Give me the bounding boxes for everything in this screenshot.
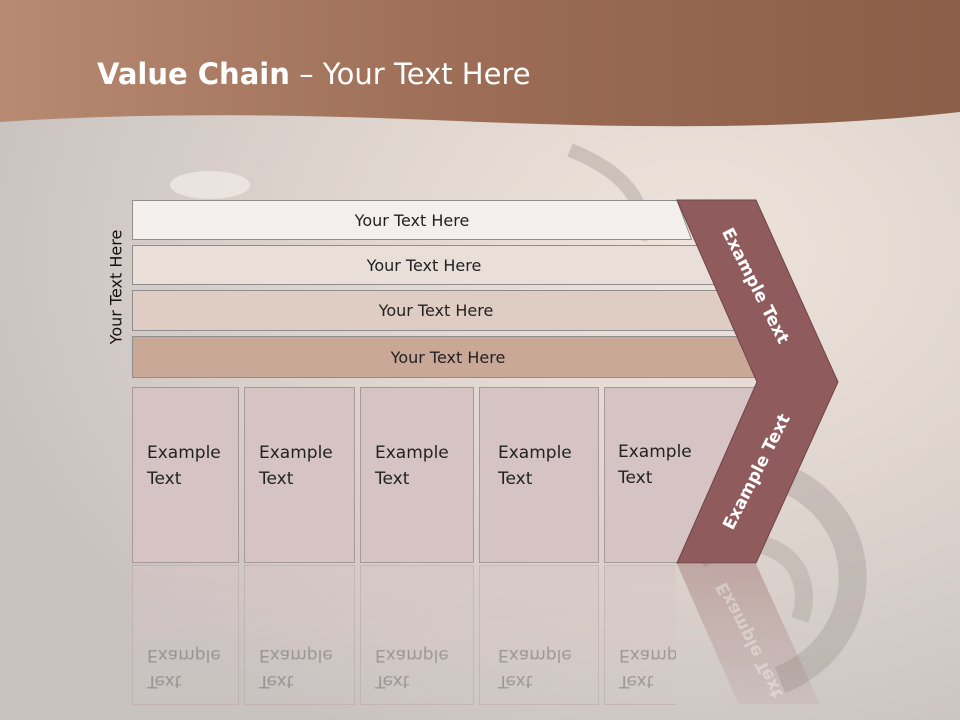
primary-column-1-line1: Example [147, 443, 221, 463]
reflection-column-1-line1: Example [147, 645, 221, 665]
primary-column-3-line2: Text [375, 469, 410, 489]
reflection-column-2-line1: Example [259, 645, 333, 665]
primary-column-5-line2: Text [618, 468, 653, 488]
slide-title: Value Chain – Your Text Here [97, 57, 531, 91]
primary-column-1-line2: Text [147, 469, 182, 489]
reflection-column-3-line1: Example [375, 645, 449, 665]
reflection-column-2-line2: Text [259, 671, 294, 691]
reflection-column-4-line2: Text [498, 671, 533, 691]
reflection-column-5-line1: Example [619, 645, 676, 665]
primary-column-4-line2: Text [498, 469, 533, 489]
primary-column-3-line1: Example [375, 443, 449, 463]
reflection-column-3-line2: Text [375, 671, 410, 691]
reflection-column-1-line2: Text [147, 671, 182, 691]
reflection-column-3: Text Example [360, 565, 474, 705]
support-bar-4: Your Text Here [132, 336, 764, 378]
support-bar-1: Your Text Here [132, 200, 692, 240]
support-bar-2: Your Text Here [132, 245, 716, 285]
support-bar-2-label: Your Text Here [366, 255, 482, 275]
reflection-column-5: Text Example [604, 565, 676, 705]
reflection-chevron [677, 564, 820, 704]
reflection-column-4-line1: Example [498, 645, 572, 665]
support-bar-3-label: Your Text Here [378, 301, 494, 320]
reflection-column-4: Text Example [479, 565, 599, 705]
primary-column-2-line1: Example [259, 443, 333, 463]
primary-column-4-line1: Example [498, 443, 572, 463]
reflection-column-5-line2: Text [619, 671, 654, 691]
support-bar-3: Your Text Here [132, 290, 740, 331]
support-bar-1-label: Your Text Here [354, 210, 470, 230]
primary-column-2-line2: Text [259, 469, 294, 489]
reflection-column-1: Text Example [132, 565, 239, 705]
reflection-column-2: Text Example [244, 565, 355, 705]
side-label: Your Text Here [106, 229, 126, 345]
primary-column-5-line1: Example [618, 442, 692, 462]
support-bar-4-label: Your Text Here [390, 347, 506, 367]
margin-chevron [676, 199, 839, 564]
